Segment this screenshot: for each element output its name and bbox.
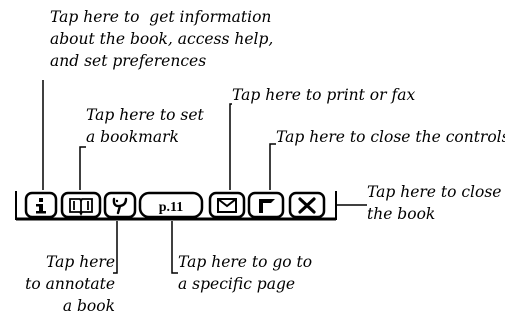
- print-fax-button[interactable]: [208, 191, 246, 219]
- bookmark-button[interactable]: [60, 191, 102, 219]
- leader-print: [229, 103, 232, 190]
- toolbar: p.11: [15, 191, 337, 221]
- annotate-icon: [112, 197, 128, 215]
- leader-lines: [42, 80, 367, 274]
- close-book-button[interactable]: [288, 191, 326, 219]
- envelope-icon: [217, 198, 237, 213]
- leader-annotate: [113, 221, 118, 274]
- page-button[interactable]: p.11: [138, 191, 204, 219]
- leader-goto-page: [171, 221, 178, 274]
- callout-info: Tap here to get information about the bo…: [50, 8, 274, 70]
- callout-goto-page: Tap here to go to a specific page: [178, 253, 313, 293]
- close-controls-button[interactable]: [247, 191, 285, 219]
- info-button[interactable]: [24, 191, 58, 219]
- callout-bookmark: Tap here to set a bookmark: [86, 106, 204, 146]
- callout-close-book: Tap here to close the book: [367, 183, 502, 223]
- book-icon: [69, 198, 93, 217]
- leader-close-controls: [269, 143, 276, 190]
- leader-bookmark: [79, 146, 86, 190]
- info-icon: [36, 198, 46, 214]
- callout-print: Tap here to print or fax: [232, 86, 416, 104]
- close-icon: [298, 197, 316, 214]
- annotate-button[interactable]: [103, 191, 137, 219]
- callout-close-controls: Tap here to close the controls: [276, 128, 505, 146]
- callout-annotate: Tap here to annotate a book: [25, 253, 115, 315]
- corner-icon: [259, 199, 275, 213]
- page-number-label: p.11: [159, 200, 184, 215]
